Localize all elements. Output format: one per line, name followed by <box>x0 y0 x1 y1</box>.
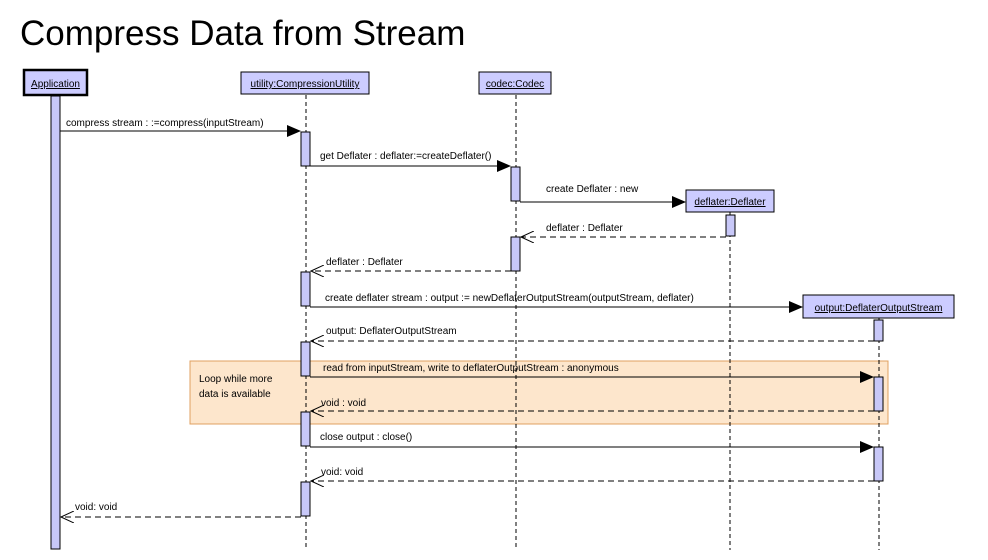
message-create-deflater: create Deflater : new <box>520 184 686 208</box>
svg-text:output: DeflaterOutputStream: output: DeflaterOutputStream <box>326 326 457 337</box>
participant-output-label: output:DeflaterOutputStream <box>815 303 943 314</box>
participant-application: Application <box>22 68 89 97</box>
activation-utility-5 <box>300 481 311 517</box>
activation-utility-4 <box>300 411 311 447</box>
message-return-output: output: DeflaterOutputStream <box>311 326 874 341</box>
svg-text:void : void: void : void <box>321 398 366 409</box>
activation-output-2 <box>873 376 884 412</box>
participant-utility: utility:CompressionUtility <box>240 71 370 95</box>
activation-output-3 <box>873 446 884 482</box>
svg-text:void: void: void: void <box>321 467 363 478</box>
message-get-deflater: get Deflater : deflater:=createDeflater(… <box>310 151 511 172</box>
activation-output-1 <box>873 319 884 342</box>
activation-codec-2 <box>510 236 521 272</box>
message-close-output: close output : close() <box>310 432 874 453</box>
message-return-deflater-2: deflater : Deflater <box>311 257 511 271</box>
svg-text:get Deflater : deflater:=creat: get Deflater : deflater:=createDeflater(… <box>320 151 491 162</box>
activation-utility-2 <box>300 271 311 307</box>
activation-utility-3 <box>300 341 311 377</box>
participant-deflater-label: deflater:Deflater <box>694 197 766 208</box>
message-return-void-final: void: void <box>61 502 301 517</box>
message-read-write: read from inputStream, write to deflater… <box>310 363 874 383</box>
svg-text:deflater : Deflater: deflater : Deflater <box>326 257 403 268</box>
activation-utility-1 <box>300 131 311 167</box>
message-return-void-close: void: void <box>311 467 874 481</box>
message-return-deflater-1: deflater : Deflater <box>521 223 726 237</box>
svg-text:close output : close(): close output : close() <box>320 432 412 443</box>
svg-text:void: void: void: void <box>75 502 117 513</box>
activation-application <box>50 95 61 550</box>
page-title: Compress Data from Stream <box>20 14 466 53</box>
participant-utility-label: utility:CompressionUtility <box>251 79 360 90</box>
activation-codec-1 <box>510 166 521 202</box>
participant-application-label: Application <box>31 79 80 90</box>
loop-note-line1: Loop while more <box>199 374 273 385</box>
participant-output: output:DeflaterOutputStream <box>802 294 955 319</box>
svg-text:compress stream : :=compress(: compress stream : :=compress(inputStream… <box>66 118 264 129</box>
svg-text:deflater : Deflater: deflater : Deflater <box>546 223 623 234</box>
activation-deflater <box>725 214 736 237</box>
svg-text:create Deflater : new: create Deflater : new <box>546 184 639 195</box>
participant-deflater: deflater:Deflater <box>685 189 775 213</box>
message-create-deflater-stream: create deflater stream : output := newDe… <box>310 293 803 313</box>
participant-codec: codec:Codec <box>478 71 552 95</box>
svg-text:create deflater stream : outpu: create deflater stream : output := newDe… <box>325 293 694 304</box>
svg-text:read from inputStream, write t: read from inputStream, write to deflater… <box>323 363 619 374</box>
loop-note-line2: data is available <box>199 389 271 400</box>
participant-codec-label: codec:Codec <box>486 79 544 90</box>
message-return-void-loop: void : void <box>311 398 874 411</box>
message-compress-stream: compress stream : :=compress(inputStream… <box>60 118 301 137</box>
